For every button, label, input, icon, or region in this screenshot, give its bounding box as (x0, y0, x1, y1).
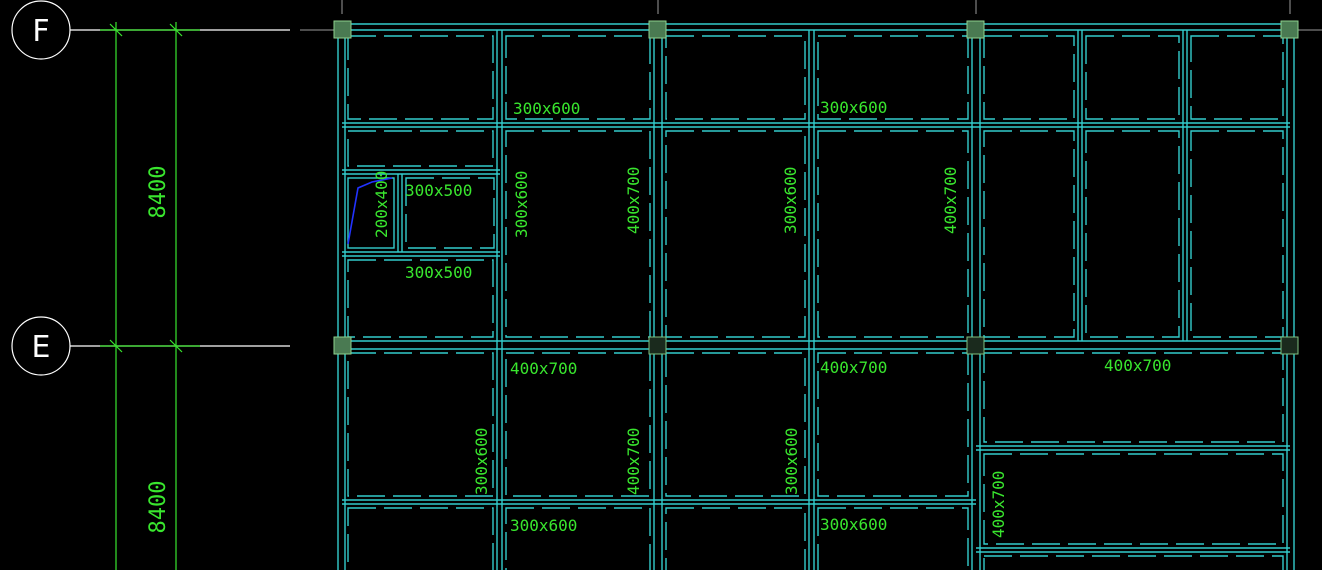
dim-tick-f2 (169, 23, 183, 37)
beam-label[interactable]: 300x600 (512, 171, 531, 238)
beam-label[interactable]: 400x700 (624, 428, 643, 495)
column-f2[interactable] (648, 20, 667, 39)
dim-tick-f1 (109, 23, 123, 37)
dimension-chain: 8400 8400 (100, 22, 200, 570)
beam-labels: 300x600 300x600 300x500 200x400 300x500 … (372, 98, 1171, 538)
beam-label[interactable]: 200x400 (372, 171, 391, 238)
dimension-upper: 8400 (146, 166, 171, 219)
beam-label[interactable]: 300x600 (472, 428, 491, 495)
column-f3[interactable] (966, 20, 985, 39)
beam-label[interactable]: 400x700 (510, 359, 577, 378)
beam-label[interactable]: 300x600 (513, 99, 580, 118)
column-f4[interactable] (1280, 20, 1299, 39)
axis-label-f: F (32, 14, 49, 49)
axis-grid: F E (11, 0, 1322, 376)
beam-label[interactable]: 300x600 (820, 515, 887, 534)
beam-label[interactable]: 400x700 (820, 358, 887, 377)
dim-tick-e1 (109, 339, 123, 353)
column-e2[interactable] (648, 336, 667, 355)
column-e1[interactable] (333, 336, 352, 355)
axis-label-e: E (32, 330, 51, 365)
stair-opening[interactable] (347, 177, 395, 249)
beam-label[interactable]: 300x600 (781, 167, 800, 234)
beam-label[interactable]: 300x600 (510, 516, 577, 535)
column-e4[interactable] (1280, 336, 1299, 355)
beam-label[interactable]: 300x600 (820, 98, 887, 117)
column-f1[interactable] (333, 20, 352, 39)
beam-label[interactable]: 300x500 (405, 181, 472, 200)
beam-label[interactable]: 400x700 (989, 471, 1008, 538)
beam-label[interactable]: 400x700 (624, 167, 643, 234)
beam-label[interactable]: 400x700 (941, 167, 960, 234)
dim-tick-e2 (169, 339, 183, 353)
stair-outline (347, 177, 393, 245)
beam-label[interactable]: 300x600 (782, 428, 801, 495)
slab-outlines (347, 35, 1284, 570)
beam-label[interactable]: 300x500 (405, 263, 472, 282)
dimension-lower: 8400 (146, 481, 171, 534)
columns[interactable] (333, 20, 1299, 355)
beam-lines[interactable] (336, 23, 1296, 570)
column-e3[interactable] (966, 336, 985, 355)
beam-label[interactable]: 400x700 (1104, 356, 1171, 375)
